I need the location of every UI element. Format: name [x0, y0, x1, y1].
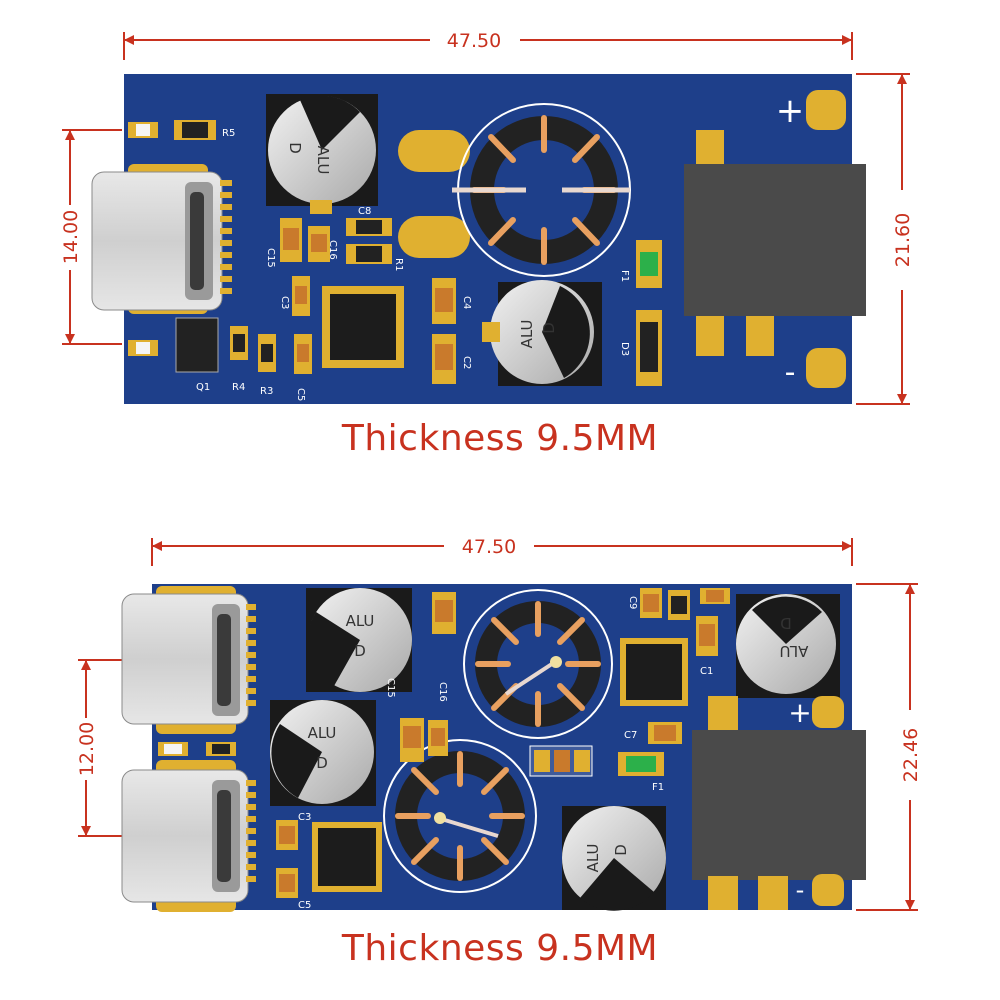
pad [398, 216, 470, 258]
toroid-inductor-2 [383, 739, 537, 893]
usb-pitch-dimension: 12.00 [76, 659, 132, 837]
svg-text:C1: C1 [700, 666, 713, 677]
width-dimension: 47.50 [151, 536, 853, 566]
svg-text:C3: C3 [298, 812, 311, 823]
svg-text:C15: C15 [385, 678, 396, 698]
svg-text:C16: C16 [327, 240, 338, 260]
board-dual-usb-view: 47.50 22.46 12.00 [76, 536, 922, 912]
svg-text:+: + [776, 91, 805, 131]
output-terminal-block [684, 130, 866, 356]
svg-text:C2: C2 [461, 356, 472, 369]
svg-text:F1: F1 [619, 270, 630, 282]
controller-ic-2 [620, 638, 688, 706]
usb-width-dimension: 14.00 [60, 129, 122, 345]
smd-components [276, 588, 730, 898]
svg-text:+: + [788, 696, 811, 729]
negative-terminal: - [796, 874, 844, 906]
electrolytic-capacitor-4: ALU D [736, 594, 840, 698]
svg-text:ALU: ALU [584, 844, 602, 873]
usb-pitch-label: 12.00 [76, 722, 98, 776]
height-label: 21.60 [892, 213, 914, 267]
silkscreen-labels: C15 C16 C3 C5 C1 C7 C9 F1 [298, 596, 713, 911]
usb-c-connector-top [121, 586, 256, 734]
height-dimension: 21.60 [856, 73, 914, 405]
height-dimension: 22.46 [856, 583, 922, 911]
svg-text:C5: C5 [298, 900, 311, 911]
electrolytic-capacitor-1: ALU D [306, 588, 412, 692]
svg-text:D: D [780, 614, 792, 632]
silkscreen-labels: R5 C15 C8 C16 R1 C3 C4 C2 Q1 R4 R3 C5 F1… [196, 128, 630, 401]
svg-text:C16: C16 [437, 682, 448, 702]
positive-terminal: + [788, 696, 844, 729]
thickness-caption-top: Thickness 9.5MM [341, 418, 659, 459]
electrolytic-capacitor-output: ALU D [482, 280, 602, 386]
svg-text:C9: C9 [627, 596, 638, 609]
svg-text:ALU: ALU [314, 146, 332, 175]
electrolytic-capacitor-2: ALU D [270, 700, 376, 806]
svg-text:R3: R3 [260, 386, 273, 397]
width-label: 47.50 [447, 30, 501, 52]
svg-text:C3: C3 [279, 296, 290, 309]
svg-text:R4: R4 [232, 382, 245, 393]
controller-ic [322, 286, 404, 368]
electrolytic-capacitor: ALU D [266, 94, 378, 214]
output-terminal-block [692, 696, 866, 910]
svg-text:-: - [785, 355, 796, 390]
svg-text:ALU: ALU [518, 320, 536, 349]
negative-terminal: - [785, 348, 846, 390]
svg-text:C8: C8 [358, 206, 371, 217]
thickness-caption-bottom: Thickness 9.5MM [341, 928, 659, 969]
usb-c-connector [91, 164, 232, 314]
svg-text:C4: C4 [461, 296, 472, 309]
toroid-inductor-1 [463, 589, 613, 739]
svg-text:R1: R1 [393, 258, 404, 271]
pad [398, 130, 470, 172]
svg-text:D: D [316, 754, 328, 772]
height-label: 22.46 [900, 728, 922, 782]
svg-text:C5: C5 [295, 388, 306, 401]
svg-text:C15: C15 [265, 248, 276, 268]
svg-text:D3: D3 [619, 342, 630, 356]
svg-text:D: D [286, 142, 304, 154]
toroid-inductor [452, 103, 631, 277]
svg-text:F1: F1 [652, 782, 664, 793]
svg-text:-: - [796, 876, 805, 904]
svg-text:ALU: ALU [308, 724, 337, 742]
width-label: 47.50 [462, 536, 516, 558]
width-dimension: 47.50 [123, 30, 853, 60]
svg-text:C7: C7 [624, 730, 637, 741]
svg-text:D: D [540, 322, 558, 334]
svg-text:ALU: ALU [346, 612, 375, 630]
usb-width-label: 14.00 [60, 210, 82, 264]
usb-c-connector-bottom [121, 760, 256, 912]
board-top-view: 47.50 21.60 14.00 [60, 30, 914, 405]
electrolytic-capacitor-3: ALU D [562, 806, 666, 911]
svg-text:ALU: ALU [780, 642, 809, 660]
svg-text:R5: R5 [222, 128, 235, 139]
controller-ic-1 [312, 822, 382, 892]
svg-text:D: D [612, 844, 630, 856]
svg-text:Q1: Q1 [196, 382, 210, 393]
positive-terminal: + [776, 90, 846, 131]
svg-text:D: D [354, 642, 366, 660]
smd-components [128, 120, 456, 384]
